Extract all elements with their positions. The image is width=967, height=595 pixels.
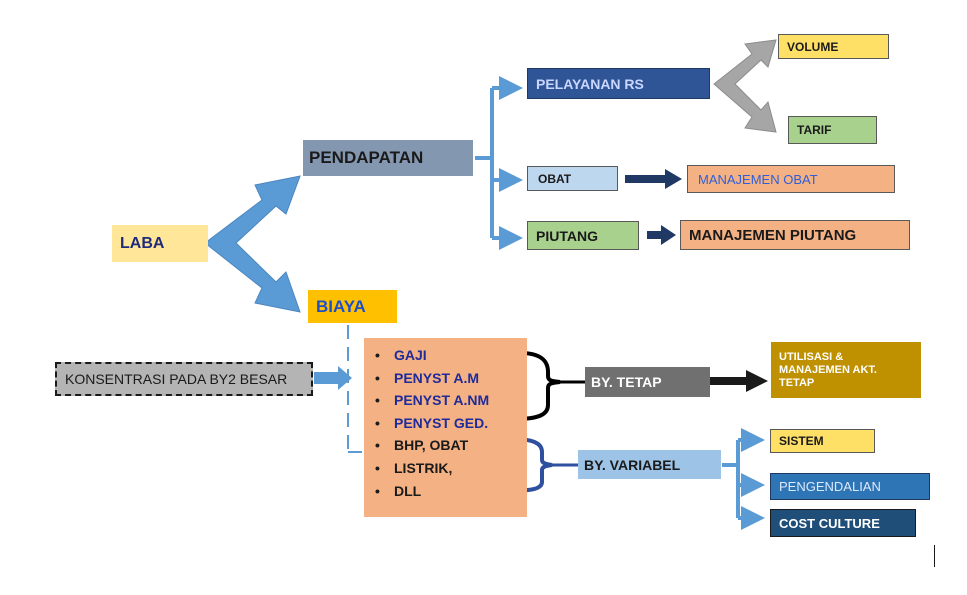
list-item: DLL bbox=[375, 480, 489, 503]
piutang-arrow bbox=[647, 225, 676, 245]
konsentrasi-arrow bbox=[314, 366, 352, 390]
utilisasi-node: UTILISASI & MANAJEMEN AKT. TETAP bbox=[771, 342, 921, 398]
by-variabel-label: BY. VARIABEL bbox=[584, 456, 681, 473]
sistem-node: SISTEM bbox=[770, 429, 875, 453]
cost-culture-label: COST CULTURE bbox=[779, 515, 880, 531]
list-item: PENYST A.M bbox=[375, 367, 489, 390]
list-item: GAJI bbox=[375, 344, 489, 367]
obat-label: OBAT bbox=[538, 171, 572, 186]
pelayanan-split-arrow bbox=[713, 39, 777, 133]
pendapatan-node: PENDAPATAN bbox=[303, 140, 473, 176]
list-item: BHP, OBAT bbox=[375, 434, 489, 457]
pendapatan-label: PENDAPATAN bbox=[309, 148, 424, 167]
manajemen-piutang-label: MANAJEMEN PIUTANG bbox=[689, 226, 857, 244]
tarif-node: TARIF bbox=[788, 116, 877, 144]
by-variabel-node: BY. VARIABEL bbox=[578, 450, 721, 479]
obat-arrow bbox=[625, 169, 682, 189]
pelayanan-rs-node: PELAYANAN RS bbox=[527, 68, 710, 99]
list-item: PENYST A.NM bbox=[375, 389, 489, 412]
by-variabel-connector bbox=[722, 428, 765, 530]
text-cursor bbox=[934, 545, 935, 567]
cost-items-box: GAJI PENYST A.M PENYST A.NM PENYST GED. … bbox=[364, 338, 527, 517]
obat-node: OBAT bbox=[527, 166, 618, 191]
pengendalian-label: PENGENDALIAN bbox=[779, 479, 881, 494]
konsentrasi-label: KONSENTRASI PADA BY2 BESAR bbox=[65, 371, 288, 387]
piutang-label: PIUTANG bbox=[536, 227, 598, 244]
pelayanan-rs-label: PELAYANAN RS bbox=[536, 75, 644, 92]
by-tetap-node: BY. TETAP bbox=[585, 367, 710, 397]
manajemen-obat-node: MANAJEMEN OBAT bbox=[687, 165, 895, 193]
list-item: LISTRIK, bbox=[375, 457, 489, 480]
laba-node: LABA bbox=[112, 225, 208, 262]
piutang-node: PIUTANG bbox=[527, 221, 639, 250]
manajemen-piutang-node: MANAJEMEN PIUTANG bbox=[680, 220, 910, 250]
list-item: PENYST GED. bbox=[375, 412, 489, 435]
laba-split-arrow bbox=[204, 175, 301, 313]
pengendalian-node: PENGENDALIAN bbox=[770, 473, 930, 500]
biaya-connector bbox=[347, 325, 364, 453]
utilisasi-label: UTILISASI & MANAJEMEN AKT. TETAP bbox=[779, 350, 877, 389]
sistem-label: SISTEM bbox=[779, 434, 824, 448]
biaya-node: BIAYA bbox=[308, 290, 397, 323]
cost-culture-node: COST CULTURE bbox=[770, 509, 916, 537]
laba-label: LABA bbox=[120, 234, 165, 252]
pendapatan-connector bbox=[475, 76, 523, 250]
by-tetap-arrow bbox=[708, 370, 768, 392]
by-tetap-label: BY. TETAP bbox=[591, 374, 662, 390]
tarif-label: TARIF bbox=[797, 123, 832, 137]
volume-node: VOLUME bbox=[778, 34, 889, 59]
volume-label: VOLUME bbox=[787, 39, 839, 54]
biaya-label: BIAYA bbox=[316, 296, 366, 316]
konsentrasi-node: KONSENTRASI PADA BY2 BESAR bbox=[55, 362, 313, 396]
manajemen-obat-label: MANAJEMEN OBAT bbox=[698, 171, 818, 187]
cost-items-list: GAJI PENYST A.M PENYST A.NM PENYST GED. … bbox=[375, 344, 489, 503]
